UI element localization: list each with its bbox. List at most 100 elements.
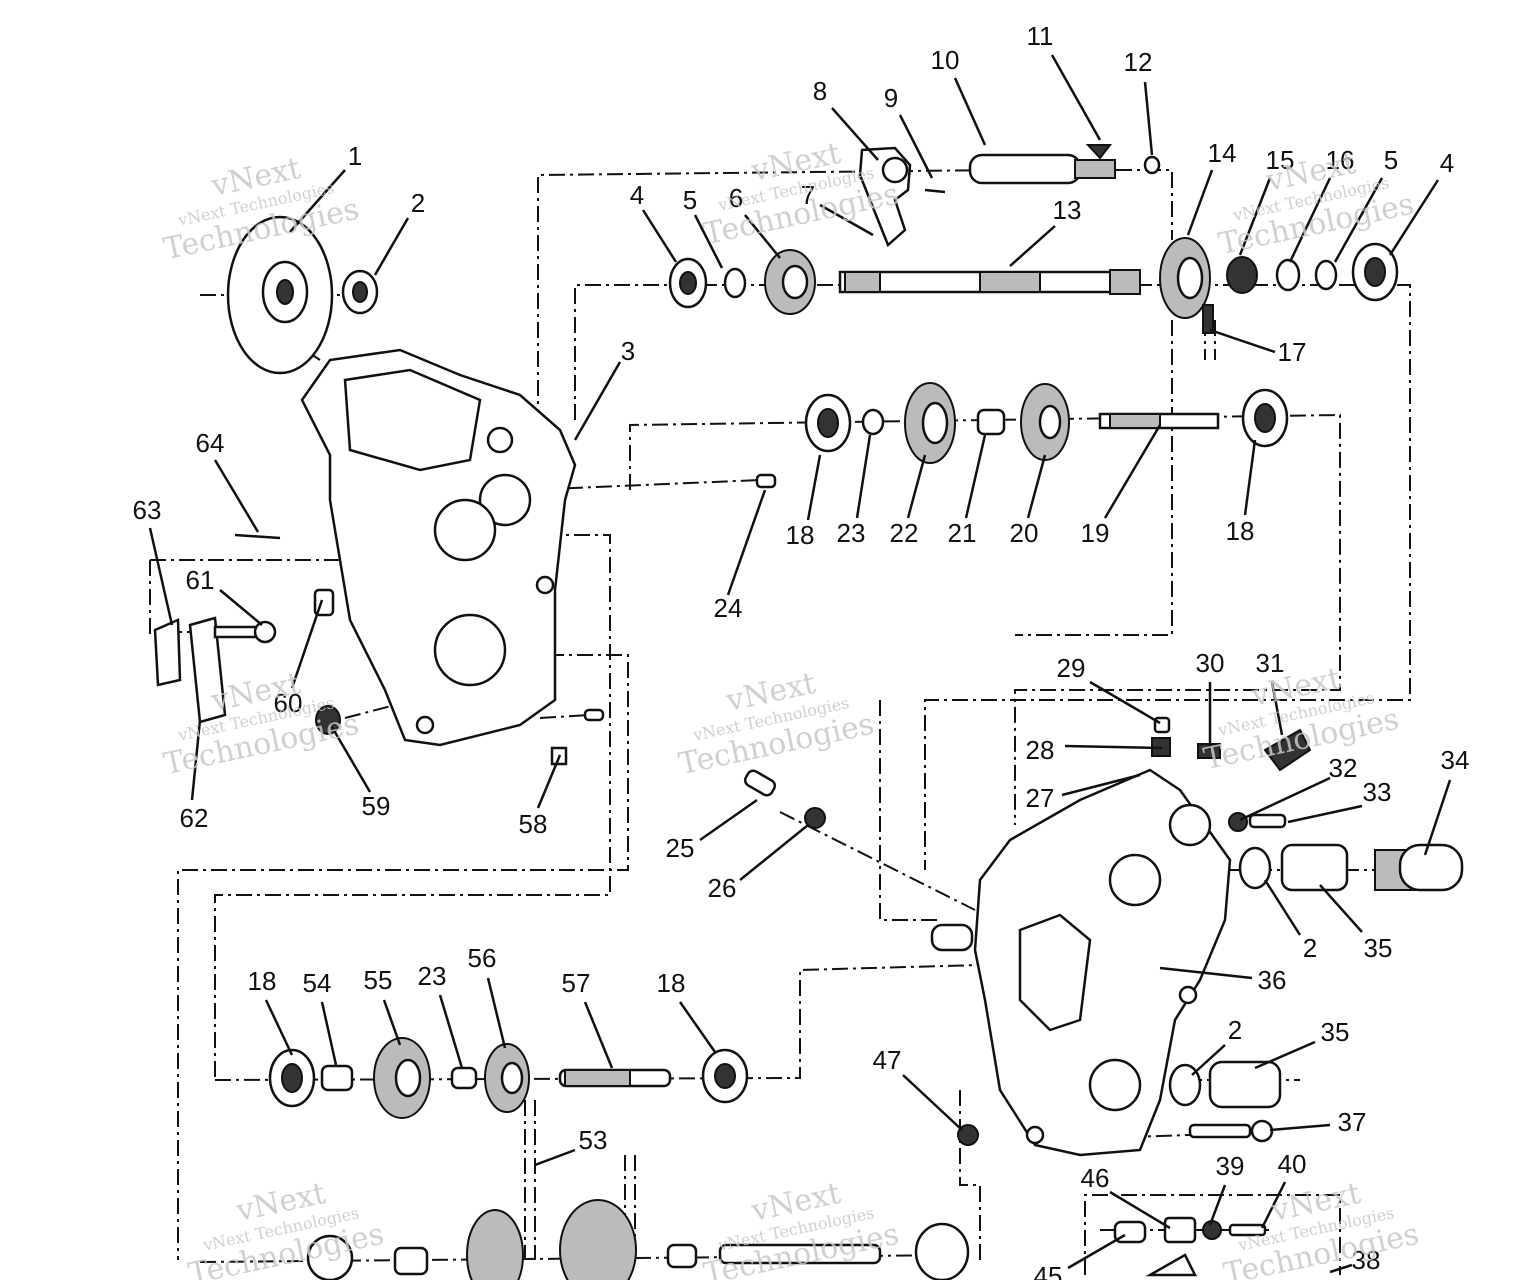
leader-line [1263, 879, 1302, 936]
callout-number: 30 [1196, 648, 1225, 678]
leader-line [1089, 680, 1161, 725]
callout-57: 57 [562, 968, 614, 1069]
callout-22: 22 [890, 454, 927, 548]
callout-12: 12 [1124, 47, 1154, 156]
leader-line [1388, 179, 1440, 256]
callout-61: 61 [186, 565, 263, 626]
callout-40: 40 [1260, 1149, 1307, 1229]
callout-55: 55 [364, 965, 402, 1046]
leader-line [699, 798, 758, 842]
callout-number: 24 [714, 593, 743, 623]
leader-line [264, 999, 294, 1056]
callout-47: 47 [873, 1045, 963, 1131]
callout-number: 36 [1258, 965, 1287, 995]
callout-64: 64 [196, 428, 260, 533]
callout-number: 8 [813, 76, 827, 106]
callout-1: 1 [289, 141, 362, 233]
callout-23: 23 [418, 961, 464, 1069]
leader-line [1067, 1233, 1126, 1270]
leader-line [1209, 328, 1276, 354]
callout-32: 32 [1239, 753, 1357, 822]
callout-30: 30 [1196, 648, 1225, 750]
callout-13: 13 [1009, 195, 1081, 267]
callout-23: 23 [837, 434, 872, 548]
callout-number: 58 [519, 809, 548, 839]
callout-number: 54 [303, 968, 332, 998]
callout-number: 5 [683, 185, 697, 215]
leader-line [148, 527, 174, 626]
callout-number: 45 [1034, 1261, 1063, 1280]
callout-number: 2 [1303, 933, 1317, 963]
callout-number: 29 [1057, 653, 1086, 683]
leader-line [906, 454, 927, 519]
callout-17: 17 [1209, 328, 1306, 367]
part-12-clip [1143, 155, 1161, 175]
callout-number: 7 [801, 180, 815, 210]
callout-63: 63 [133, 495, 174, 626]
callout-number: 18 [1226, 516, 1255, 546]
leader-line [486, 977, 507, 1049]
leader-line [693, 214, 724, 269]
leader-line [573, 361, 622, 441]
callout-number: 38 [1352, 1245, 1381, 1275]
callout-number: 33 [1363, 777, 1392, 807]
leader-line [1103, 424, 1162, 519]
callout-29: 29 [1057, 653, 1161, 725]
callout-18: 18 [657, 968, 717, 1053]
leader-line [1260, 1181, 1287, 1229]
callout-number: 23 [837, 518, 866, 548]
leader-line [1061, 773, 1141, 797]
leader-line [1009, 225, 1056, 267]
callout-number: 59 [362, 791, 391, 821]
leader-line [1239, 776, 1331, 822]
callout-9: 9 [884, 83, 934, 179]
callout-number: 34 [1441, 745, 1470, 775]
leader-line [678, 1001, 717, 1053]
leader-line [320, 1001, 338, 1066]
callout-14: 14 [1186, 138, 1237, 236]
callout-21: 21 [948, 434, 987, 548]
leader-line [953, 77, 987, 146]
leader-line [534, 1148, 576, 1167]
leader-line [1269, 1123, 1331, 1132]
callout-number: 25 [666, 833, 695, 863]
leader-line [744, 214, 781, 259]
leader-line [1191, 1044, 1226, 1076]
part-62-bracket [188, 616, 227, 724]
callout-24: 24 [714, 489, 767, 623]
leader-line [1208, 1184, 1227, 1226]
callout-6: 6 [729, 183, 781, 259]
callout-46: 46 [1081, 1163, 1171, 1230]
callout-number: 46 [1081, 1163, 1110, 1193]
callout-number: 5 [1384, 145, 1398, 175]
callout-number: 40 [1278, 1149, 1307, 1179]
leader-line [1186, 169, 1214, 236]
callout-number: 22 [890, 518, 919, 548]
callout-25: 25 [666, 798, 758, 863]
leader-line [1050, 54, 1102, 141]
callout-number: 35 [1321, 1017, 1350, 1047]
callout-number: 18 [786, 520, 815, 550]
part-61-bolt [253, 620, 277, 644]
callout-number: 18 [657, 968, 686, 998]
callout-number: 26 [708, 873, 737, 903]
callout-19: 19 [1081, 424, 1162, 548]
callout-number: 61 [186, 565, 215, 595]
callout-number: 19 [1081, 518, 1110, 548]
callout-number: 14 [1208, 138, 1237, 168]
callout-15: 15 [1238, 145, 1294, 256]
part-63-bracket [153, 618, 182, 687]
leader-line [583, 1001, 614, 1069]
part-5-washer [723, 267, 747, 299]
callout-58: 58 [519, 754, 562, 839]
callout-number: 16 [1326, 145, 1355, 175]
callout-number: 27 [1026, 783, 1055, 813]
leader-line [1238, 177, 1272, 256]
leader-line [1288, 177, 1332, 263]
callout-59: 59 [330, 726, 391, 821]
